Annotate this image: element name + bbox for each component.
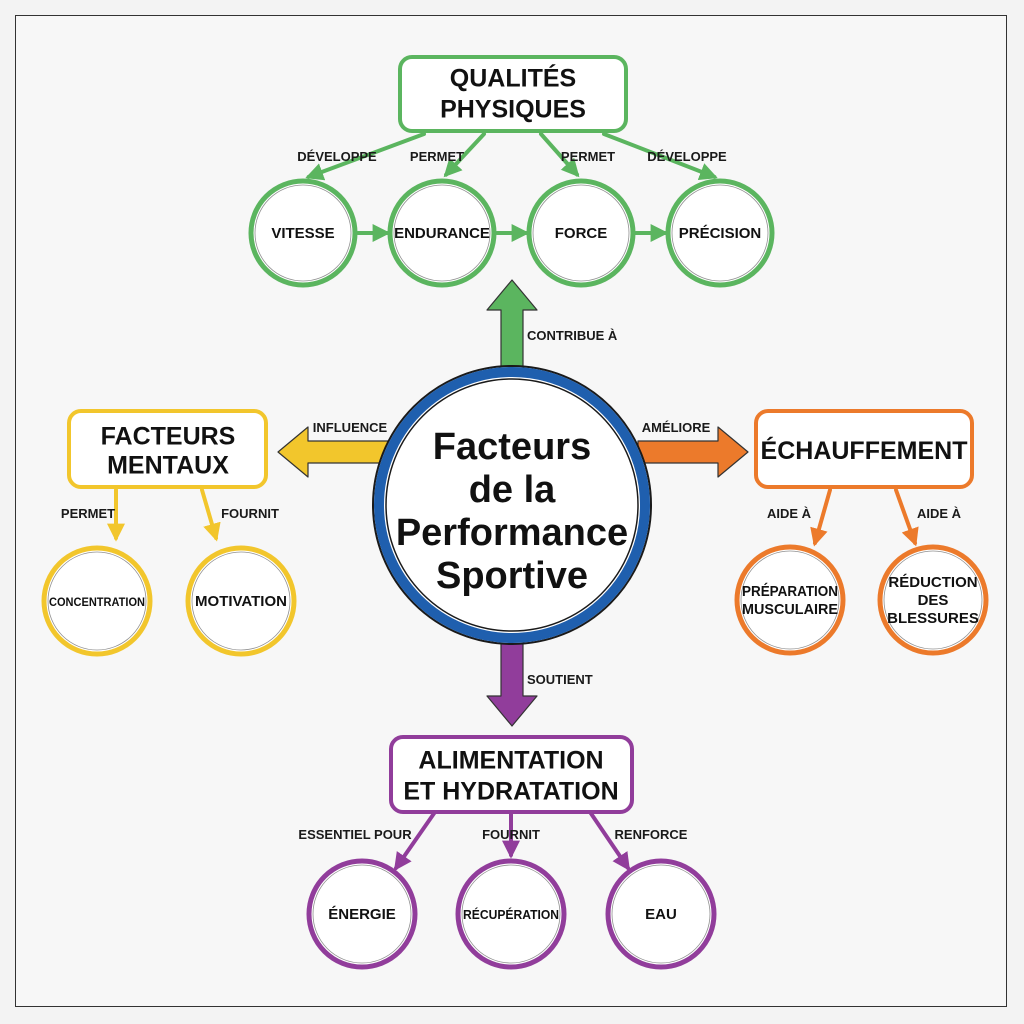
physical-node-circle-inner-ring bbox=[671, 184, 769, 282]
physical-link-arrow bbox=[443, 132, 486, 178]
mental-link-arrow bbox=[200, 488, 221, 542]
mental-link-label: PERMET bbox=[61, 506, 115, 521]
nutrition-node-label: EAU bbox=[645, 906, 677, 923]
mental-node-circle-inner-ring bbox=[47, 551, 147, 651]
physical-link-arrow bbox=[539, 132, 580, 178]
center-title-line: de la bbox=[469, 469, 556, 511]
physical-node-circle-inner-ring bbox=[532, 184, 630, 282]
physical-node-circle bbox=[526, 178, 636, 288]
physical-link-label: DÉVELOPPE bbox=[647, 149, 727, 164]
nutrition-title-box bbox=[389, 735, 634, 814]
warmup-link-arrow bbox=[810, 488, 832, 547]
link-label-soutient: SOUTIENT bbox=[527, 672, 593, 687]
physical-link-label: DÉVELOPPE bbox=[297, 149, 377, 164]
nutrition-node-circle-inner-ring bbox=[461, 864, 561, 964]
link-label-influence: INFLUENCE bbox=[313, 420, 388, 435]
mental-title-line: MENTAUX bbox=[107, 452, 229, 480]
warmup-node-circle bbox=[734, 544, 846, 656]
nutrition-link-label: RENFORCE bbox=[615, 827, 688, 842]
nutrition-node-label: ÉNERGIE bbox=[328, 906, 396, 923]
arrow-to-mental bbox=[277, 426, 389, 478]
physical-node-circle bbox=[387, 178, 497, 288]
mental-node-circle bbox=[185, 545, 297, 657]
nutrition-link-arrow bbox=[588, 810, 631, 871]
mental-node-circle bbox=[41, 545, 153, 657]
nutrition-node-circle bbox=[605, 858, 717, 970]
physical-node-label: VITESSE bbox=[271, 225, 334, 242]
mental-node-circle-inner-ring bbox=[191, 551, 291, 651]
center-title-line: Facteurs bbox=[433, 426, 591, 468]
center-title-line: Performance bbox=[396, 512, 628, 554]
mental-node-label: CONCENTRATION bbox=[49, 595, 145, 609]
nutrition-title-line: ALIMENTATION bbox=[418, 747, 603, 775]
warmup-title-line: ÉCHAUFFEMENT bbox=[761, 436, 968, 465]
nutrition-node-circle-inner-ring bbox=[611, 864, 711, 964]
nutrition-node-circle bbox=[455, 858, 567, 970]
warmup-title-box bbox=[754, 409, 974, 489]
warmup-node-label: BLESSURES bbox=[887, 610, 979, 627]
nutrition-link-label: FOURNIT bbox=[482, 827, 540, 842]
physical-link-arrow bbox=[602, 132, 718, 181]
arrow-to-warmup bbox=[637, 426, 749, 478]
physical-title-line: PHYSIQUES bbox=[440, 96, 586, 124]
warmup-node-label: RÉDUCTION bbox=[888, 574, 977, 591]
mental-link-label: FOURNIT bbox=[221, 506, 279, 521]
nutrition-node-circle bbox=[306, 858, 418, 970]
mental-node-label: MOTIVATION bbox=[195, 593, 287, 610]
physical-link-label: PERMET bbox=[410, 149, 464, 164]
warmup-node-circle-inner-ring bbox=[740, 550, 840, 650]
arrow-to-nutrition bbox=[486, 639, 538, 727]
physical-title-line: QUALITÉS bbox=[450, 64, 576, 93]
warmup-node-circle bbox=[877, 544, 989, 656]
physical-node-circle-inner-ring bbox=[254, 184, 352, 282]
nutrition-link-label: ESSENTIEL POUR bbox=[298, 827, 412, 842]
link-label-ameliore: AMÉLIORE bbox=[642, 420, 711, 435]
warmup-link-label: AIDE À bbox=[917, 506, 962, 521]
physical-link-arrow bbox=[305, 132, 426, 181]
link-label-contribue: CONTRIBUE À bbox=[527, 328, 618, 343]
physical-node-label: ENDURANCE bbox=[394, 225, 490, 242]
physical-node-circle bbox=[665, 178, 775, 288]
nutrition-title-line: ET HYDRATATION bbox=[403, 778, 618, 806]
center-circle bbox=[374, 367, 650, 643]
mental-title-box bbox=[67, 409, 268, 489]
physical-title-box bbox=[398, 55, 628, 133]
physical-link-label: PERMET bbox=[561, 149, 615, 164]
warmup-link-label: AIDE À bbox=[767, 506, 812, 521]
physical-node-circle bbox=[248, 178, 358, 288]
center-circle-inner bbox=[385, 378, 639, 632]
center-title-line: Sportive bbox=[436, 555, 588, 597]
nutrition-link-arrow bbox=[393, 810, 437, 871]
warmup-node-label: PRÉPARATION bbox=[742, 583, 838, 600]
physical-node-circle-inner-ring bbox=[393, 184, 491, 282]
warmup-node-label: DES bbox=[918, 592, 949, 609]
arrow-to-physical bbox=[486, 279, 538, 373]
physical-node-label: FORCE bbox=[555, 225, 608, 242]
warmup-node-circle-inner-ring bbox=[883, 550, 983, 650]
warmup-link-arrow bbox=[894, 488, 919, 547]
warmup-node-label: MUSCULAIRE bbox=[742, 601, 838, 618]
nutrition-node-circle-inner-ring bbox=[312, 864, 412, 964]
mental-title-line: FACTEURS bbox=[101, 423, 236, 451]
physical-node-label: PRÉCISION bbox=[679, 225, 762, 242]
nutrition-node-label: RÉCUPÉRATION bbox=[463, 907, 559, 922]
